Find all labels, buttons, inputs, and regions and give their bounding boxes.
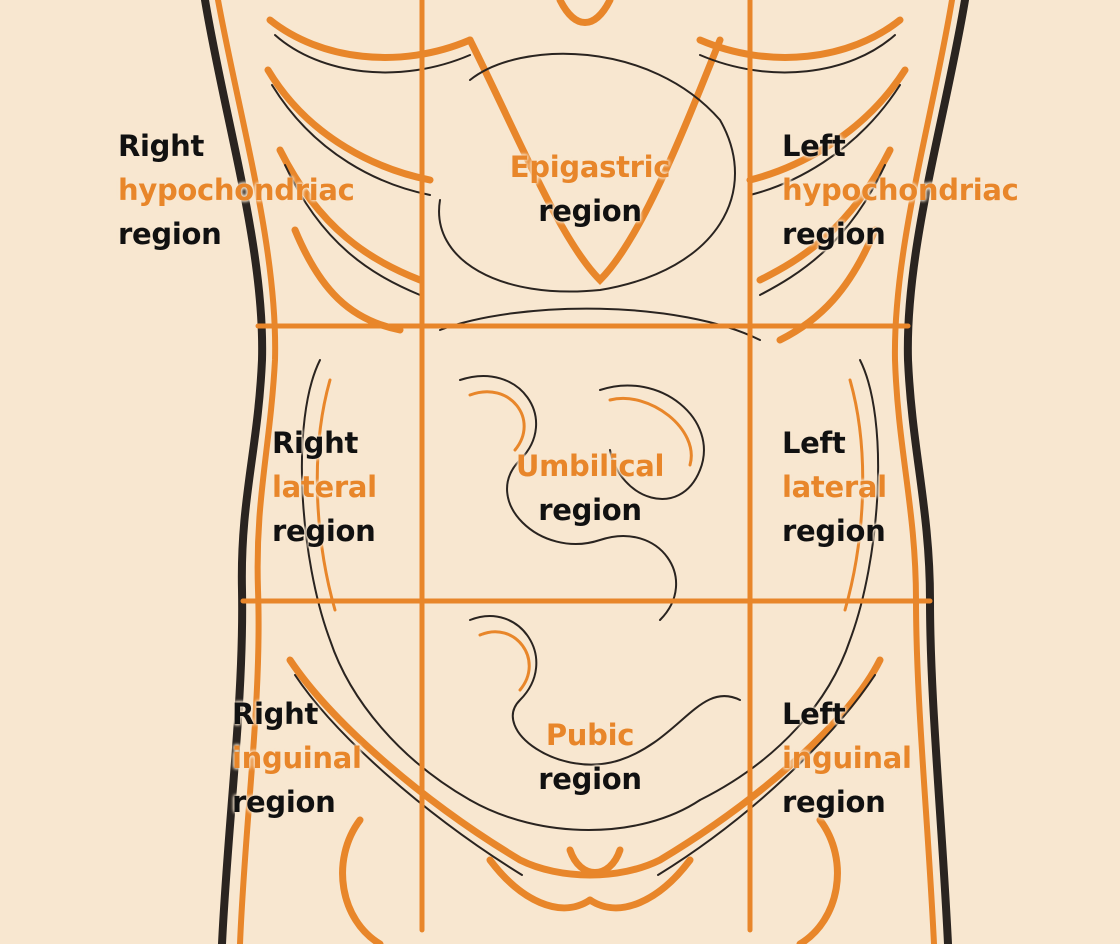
torso-outline-left-orange	[215, 0, 279, 944]
label-line: region	[538, 194, 642, 228]
torso-outline-left	[201, 0, 267, 944]
label-pubic: Pubic region	[538, 713, 642, 801]
label-right-inguinal: Right inguinal region	[232, 692, 362, 824]
intestine-highlights	[315, 378, 865, 692]
label-line: hypochondriac	[782, 173, 1019, 207]
label-right-lateral: Right lateral region	[272, 421, 377, 553]
label-epigastric: Epigastric region	[509, 145, 671, 233]
region-grid	[240, 0, 933, 933]
torso-outline-right	[903, 0, 969, 944]
rib-shading	[271, 34, 901, 296]
label-line: region	[538, 762, 642, 796]
label-left-lateral: Left lateral region	[782, 421, 887, 553]
label-line: region	[538, 493, 642, 527]
label-line: region	[782, 514, 886, 548]
label-line: Pubic	[545, 718, 635, 752]
label-line: inguinal	[232, 741, 362, 775]
label-line: region	[118, 217, 222, 251]
label-line: Left	[782, 426, 846, 460]
label-line: lateral	[272, 470, 377, 504]
label-line: inguinal	[782, 741, 912, 775]
pelvis-shading	[294, 674, 876, 876]
label-line: region	[782, 217, 886, 251]
label-line: Umbilical	[515, 449, 665, 483]
label-umbilical: Umbilical region	[515, 444, 665, 532]
label-line: Right	[118, 129, 205, 163]
label-line: Right	[272, 426, 359, 460]
label-line: Left	[782, 129, 846, 163]
label-line: Epigastric	[509, 150, 671, 184]
label-line: Left	[782, 697, 846, 731]
label-left-inguinal: Left inguinal region	[782, 692, 912, 824]
stomach	[438, 52, 736, 293]
label-line: region	[232, 785, 336, 819]
label-line: lateral	[782, 470, 887, 504]
label-line: region	[272, 514, 376, 548]
label-line: hypochondriac	[118, 173, 355, 207]
label-line: region	[782, 785, 886, 819]
intestines	[300, 307, 880, 831]
rib-cage	[264, 0, 909, 344]
label-left-hypochondriac: Left hypochondriac region	[782, 124, 1019, 256]
label-line: Right	[232, 697, 319, 731]
pelvis	[286, 656, 884, 944]
label-right-hypochondriac: Right hypochondriac region	[118, 124, 355, 256]
torso-outline-right-orange	[891, 0, 955, 944]
